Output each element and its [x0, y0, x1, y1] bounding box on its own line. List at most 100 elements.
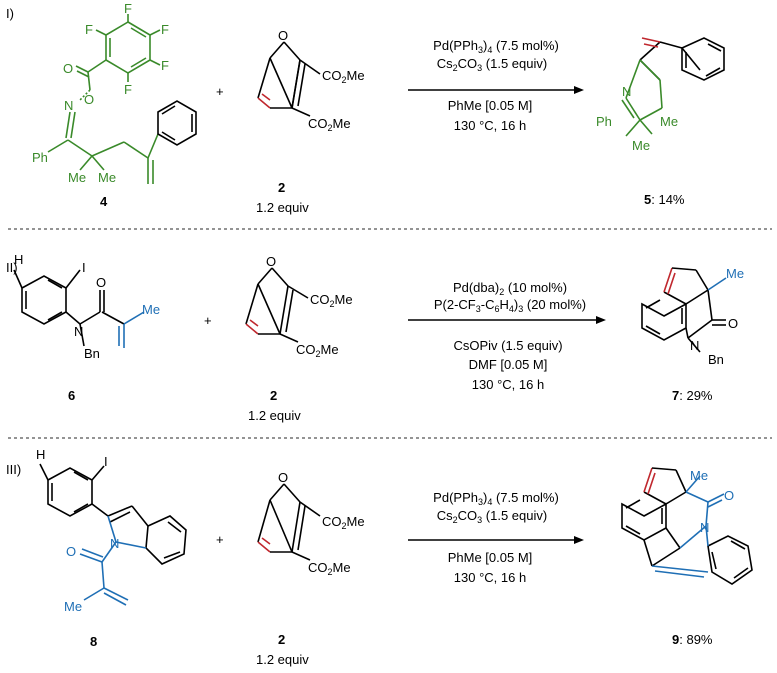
- atom-N: N: [690, 338, 699, 353]
- product-7: [641, 269, 726, 353]
- compound-number: 2: [278, 180, 285, 195]
- svg-text:Pd(PPh3)4 (7.5 mol%): Pd(PPh3)4 (7.5 mol%): [433, 490, 559, 507]
- equiv-label: 1.2 equiv: [248, 408, 301, 423]
- svg-text:Pd(PPh3)4 (7.5 mol%): Pd(PPh3)4 (7.5 mol%): [433, 38, 559, 55]
- product-yield: 7: 29%: [672, 388, 713, 403]
- reagent-2: [257, 41, 321, 117]
- arrow-head: [596, 316, 606, 324]
- product-yield: 5: 14%: [644, 192, 685, 207]
- yield-value: : 29%: [679, 388, 713, 403]
- row-3: III) H: [6, 447, 753, 667]
- row-1-label: I): [6, 6, 14, 21]
- substrate-4-phenyl: [157, 100, 197, 146]
- cond-text: P(2-CF: [434, 297, 476, 312]
- atom-F: F: [124, 1, 132, 16]
- group-Me: Me: [660, 114, 678, 129]
- group-Me: Me: [98, 170, 116, 185]
- row-2: II) H I O N Bn Me 6: [6, 252, 744, 423]
- subscript: 3: [477, 515, 482, 525]
- substrate-6: [13, 269, 125, 347]
- plus-sign: +: [216, 532, 224, 547]
- svg-text:P(2-CF3-C6H4)3 (20 mol%): P(2-CF3-C6H4)3 (20 mol%): [434, 297, 586, 314]
- svg-text:CO2Me: CO2Me: [308, 560, 351, 577]
- group-Bn: Bn: [708, 352, 724, 367]
- subscript: 6: [494, 304, 499, 314]
- atom-O: O: [728, 316, 738, 331]
- subscript: 2: [453, 63, 458, 73]
- product-9: [621, 469, 753, 585]
- atom-H: H: [14, 252, 23, 267]
- reagent-2: [257, 483, 321, 561]
- cond-text: -C: [481, 297, 495, 312]
- yield-value: : 89%: [679, 632, 713, 647]
- subscript: 2: [453, 515, 458, 525]
- group-Ph: Ph: [32, 150, 48, 165]
- cond-text: CsOPiv (1.5 equiv): [453, 338, 562, 353]
- arrow-head: [574, 86, 584, 94]
- cond-text: (20 mol%): [523, 297, 586, 312]
- group-CO2Me: CO: [310, 292, 330, 307]
- atom-O: O: [266, 254, 276, 269]
- group-Bn: Bn: [84, 346, 100, 361]
- group-Ph: Ph: [596, 114, 612, 129]
- row-3-label: III): [6, 462, 21, 477]
- atom-H: H: [36, 447, 45, 462]
- reagent-2: [245, 267, 309, 343]
- yield-value: : 14%: [651, 192, 685, 207]
- substrate-4: [47, 14, 161, 184]
- subscript: 2: [330, 299, 335, 309]
- subscript: 2: [499, 287, 504, 297]
- cond-text: (7.5 mol%): [492, 490, 558, 505]
- group-CO2Me: CO: [308, 560, 328, 575]
- group-Me: Me: [321, 342, 339, 357]
- cond-text: 130 °C, 16 h: [472, 377, 544, 392]
- group-Me: Me: [142, 302, 160, 317]
- plus-sign: +: [216, 84, 224, 99]
- product-9-labels: Me O N: [690, 468, 734, 535]
- cond-text: PhMe [0.05 M]: [448, 98, 533, 113]
- svg-text:CO2Me: CO2Me: [322, 68, 365, 85]
- product-yield: 9: 89%: [672, 632, 713, 647]
- subscript: 2: [342, 521, 347, 531]
- group-Me: Me: [333, 560, 351, 575]
- conditions-3: Pd(PPh3)4 (7.5 mol%) Cs2CO3 (1.5 equiv) …: [433, 490, 559, 585]
- atom-F: F: [161, 22, 169, 37]
- atom-O: O: [96, 275, 106, 290]
- atom-O: O: [66, 544, 76, 559]
- atom-F: F: [161, 58, 169, 73]
- group-CO2Me: CO: [296, 342, 316, 357]
- group-CO2Me: CO: [322, 514, 342, 529]
- atom-O: O: [278, 28, 288, 43]
- cond-text: (7.5 mol%): [492, 38, 558, 53]
- compound-number: 7: [672, 388, 679, 403]
- substrate-6-labels: H I O N Bn Me: [14, 252, 160, 361]
- svg-text:Pd(dba)2 (10 mol%): Pd(dba)2 (10 mol%): [453, 280, 567, 297]
- cond-text: H: [500, 297, 509, 312]
- group-Me: Me: [335, 292, 353, 307]
- subscript: 4: [487, 497, 492, 507]
- subscript: 3: [478, 497, 483, 507]
- atom-O: O: [84, 92, 94, 107]
- plus-sign: +: [204, 313, 212, 328]
- conditions-2: Pd(dba)2 (10 mol%) P(2-CF3-C6H4)3 (20 mo…: [434, 280, 586, 392]
- group-Me: Me: [333, 116, 351, 131]
- compound-number: 8: [90, 634, 97, 649]
- group-Me: Me: [347, 68, 365, 83]
- subscript: 4: [487, 45, 492, 55]
- cond-text: 130 °C, 16 h: [454, 118, 526, 133]
- group-Me: Me: [632, 138, 650, 153]
- atom-I: I: [104, 454, 108, 469]
- cond-text: Pd(PPh: [433, 490, 478, 505]
- cond-text: Pd(PPh: [433, 38, 478, 53]
- svg-text:CO2Me: CO2Me: [296, 342, 339, 359]
- atom-I: I: [82, 260, 86, 275]
- cond-text: Cs: [437, 508, 453, 523]
- atom-N: N: [622, 84, 631, 99]
- cond-text: 130 °C, 16 h: [454, 570, 526, 585]
- cond-text: PhMe [0.05 M]: [448, 550, 533, 565]
- compound-number: 4: [100, 194, 108, 209]
- cond-text: (10 mol%): [504, 280, 567, 295]
- group-CO2Me: CO: [322, 68, 342, 83]
- subscript: 3: [476, 304, 481, 314]
